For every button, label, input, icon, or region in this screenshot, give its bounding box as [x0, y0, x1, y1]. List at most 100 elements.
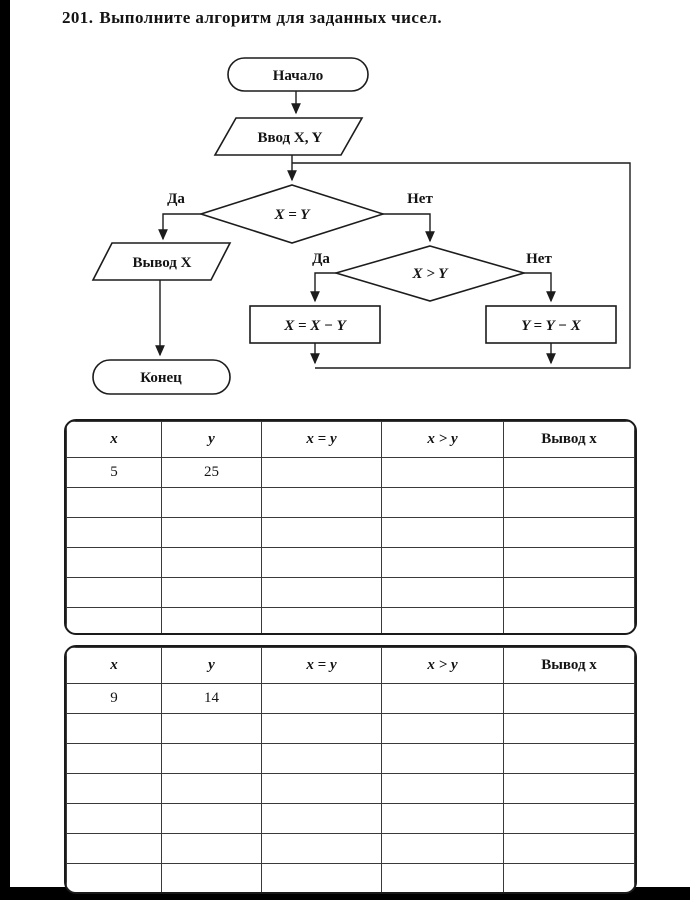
decision-x-greater-y	[333, 245, 527, 302]
table-cell	[66, 833, 162, 864]
exercise-title: 201. Выполните алгоритм для заданных чисе…	[62, 8, 442, 28]
table-cell	[503, 517, 635, 548]
table-cell	[161, 547, 262, 578]
table-row	[66, 547, 635, 578]
table-row	[66, 607, 635, 633]
table-row	[66, 803, 635, 834]
column-header-x-equals-y: x = y	[261, 647, 382, 684]
table-header-row: x y x = y x > y Вывод x	[66, 647, 635, 684]
table-cell	[503, 547, 635, 578]
table-cell	[261, 577, 382, 608]
table-cell	[503, 743, 635, 774]
table-cell	[381, 863, 504, 892]
column-header-x: x	[66, 421, 162, 458]
assign-y-node	[485, 305, 617, 344]
decision-x-equals-y	[198, 184, 386, 244]
trace-table-1: x y x = y x > y Вывод x 5 25	[64, 419, 637, 635]
table-cell	[261, 833, 382, 864]
label-no-2: Нет	[526, 251, 552, 267]
table-row	[66, 487, 635, 518]
table-cell	[66, 577, 162, 608]
trace-table-2: x y x = y x > y Вывод x 9 14	[64, 645, 637, 894]
table-cell	[261, 517, 382, 548]
table-cell	[503, 487, 635, 518]
table-cell	[261, 743, 382, 774]
input-node-label: Ввод X, Y	[257, 130, 322, 146]
table-header-row: x y x = y x > y Вывод x	[66, 421, 635, 458]
table-cell	[261, 773, 382, 804]
table-cell	[66, 863, 162, 892]
table-cell	[66, 547, 162, 578]
page-edge-left	[0, 0, 10, 900]
label-no-1: Нет	[407, 191, 433, 207]
table-cell	[503, 683, 635, 714]
column-header-y: y	[161, 647, 262, 684]
table-cell	[161, 577, 262, 608]
table-cell	[161, 833, 262, 864]
table-row	[66, 577, 635, 608]
table-cell	[381, 833, 504, 864]
table-cell	[503, 607, 635, 633]
table-cell	[261, 487, 382, 518]
column-header-x-equals-y: x = y	[261, 421, 382, 458]
decision2-label: X > Y	[412, 266, 450, 282]
table-row	[66, 517, 635, 548]
table-cell	[261, 713, 382, 744]
end-node	[92, 359, 231, 395]
output-node	[91, 242, 232, 281]
table-cell	[503, 773, 635, 804]
start-node-label: Начало	[273, 68, 324, 84]
table-cell	[503, 577, 635, 608]
table-row	[66, 743, 635, 774]
table-cell	[161, 743, 262, 774]
table-cell	[381, 577, 504, 608]
table-cell	[66, 803, 162, 834]
table-cell	[261, 863, 382, 892]
table-cell	[161, 487, 262, 518]
table-cell	[381, 743, 504, 774]
table-cell: 25	[161, 457, 262, 488]
flow-arrow-no1	[383, 213, 435, 243]
flow-arrow-yes1	[158, 213, 201, 241]
table-cell	[381, 487, 504, 518]
exercise-text: Выполните алгоритм для заданных чисел.	[99, 8, 443, 27]
input-node	[213, 117, 364, 156]
table-row: 9 14	[66, 683, 635, 714]
table-cell	[503, 713, 635, 744]
table-cell	[503, 833, 635, 864]
table-cell	[381, 773, 504, 804]
label-yes-2: Да	[312, 251, 330, 267]
column-header-y: y	[161, 421, 262, 458]
table-cell	[381, 547, 504, 578]
table-cell	[161, 863, 262, 892]
table-cell	[261, 683, 382, 714]
table-cell	[261, 457, 382, 488]
assign-y-label: Y = Y − X	[521, 318, 582, 334]
table-cell	[161, 713, 262, 744]
table-cell	[381, 457, 504, 488]
column-header-x-greater-y: x > y	[381, 647, 504, 684]
flowchart: Начало Ввод X, Y X = Y Да Нет Вывод X Ко…	[91, 57, 631, 395]
table-cell	[161, 803, 262, 834]
exercise-number: 201.	[62, 8, 94, 27]
label-yes-1: Да	[167, 191, 185, 207]
column-header-output-x: Вывод x	[503, 421, 635, 458]
table-cell: 9	[66, 683, 162, 714]
table-cell: 14	[161, 683, 262, 714]
table-row	[66, 713, 635, 744]
table-cell	[503, 863, 635, 892]
assign-x-node	[249, 305, 381, 344]
table-cell	[66, 713, 162, 744]
table-cell	[66, 773, 162, 804]
table-cell	[503, 457, 635, 488]
output-node-label: Вывод X	[133, 255, 192, 271]
table-cell	[161, 607, 262, 633]
table-cell: 5	[66, 457, 162, 488]
end-node-label: Конец	[140, 370, 182, 386]
table-cell	[261, 547, 382, 578]
column-header-x: x	[66, 647, 162, 684]
table-cell	[66, 487, 162, 518]
table-cell	[161, 773, 262, 804]
flow-arrow-yes2	[310, 272, 336, 303]
table-cell	[66, 517, 162, 548]
